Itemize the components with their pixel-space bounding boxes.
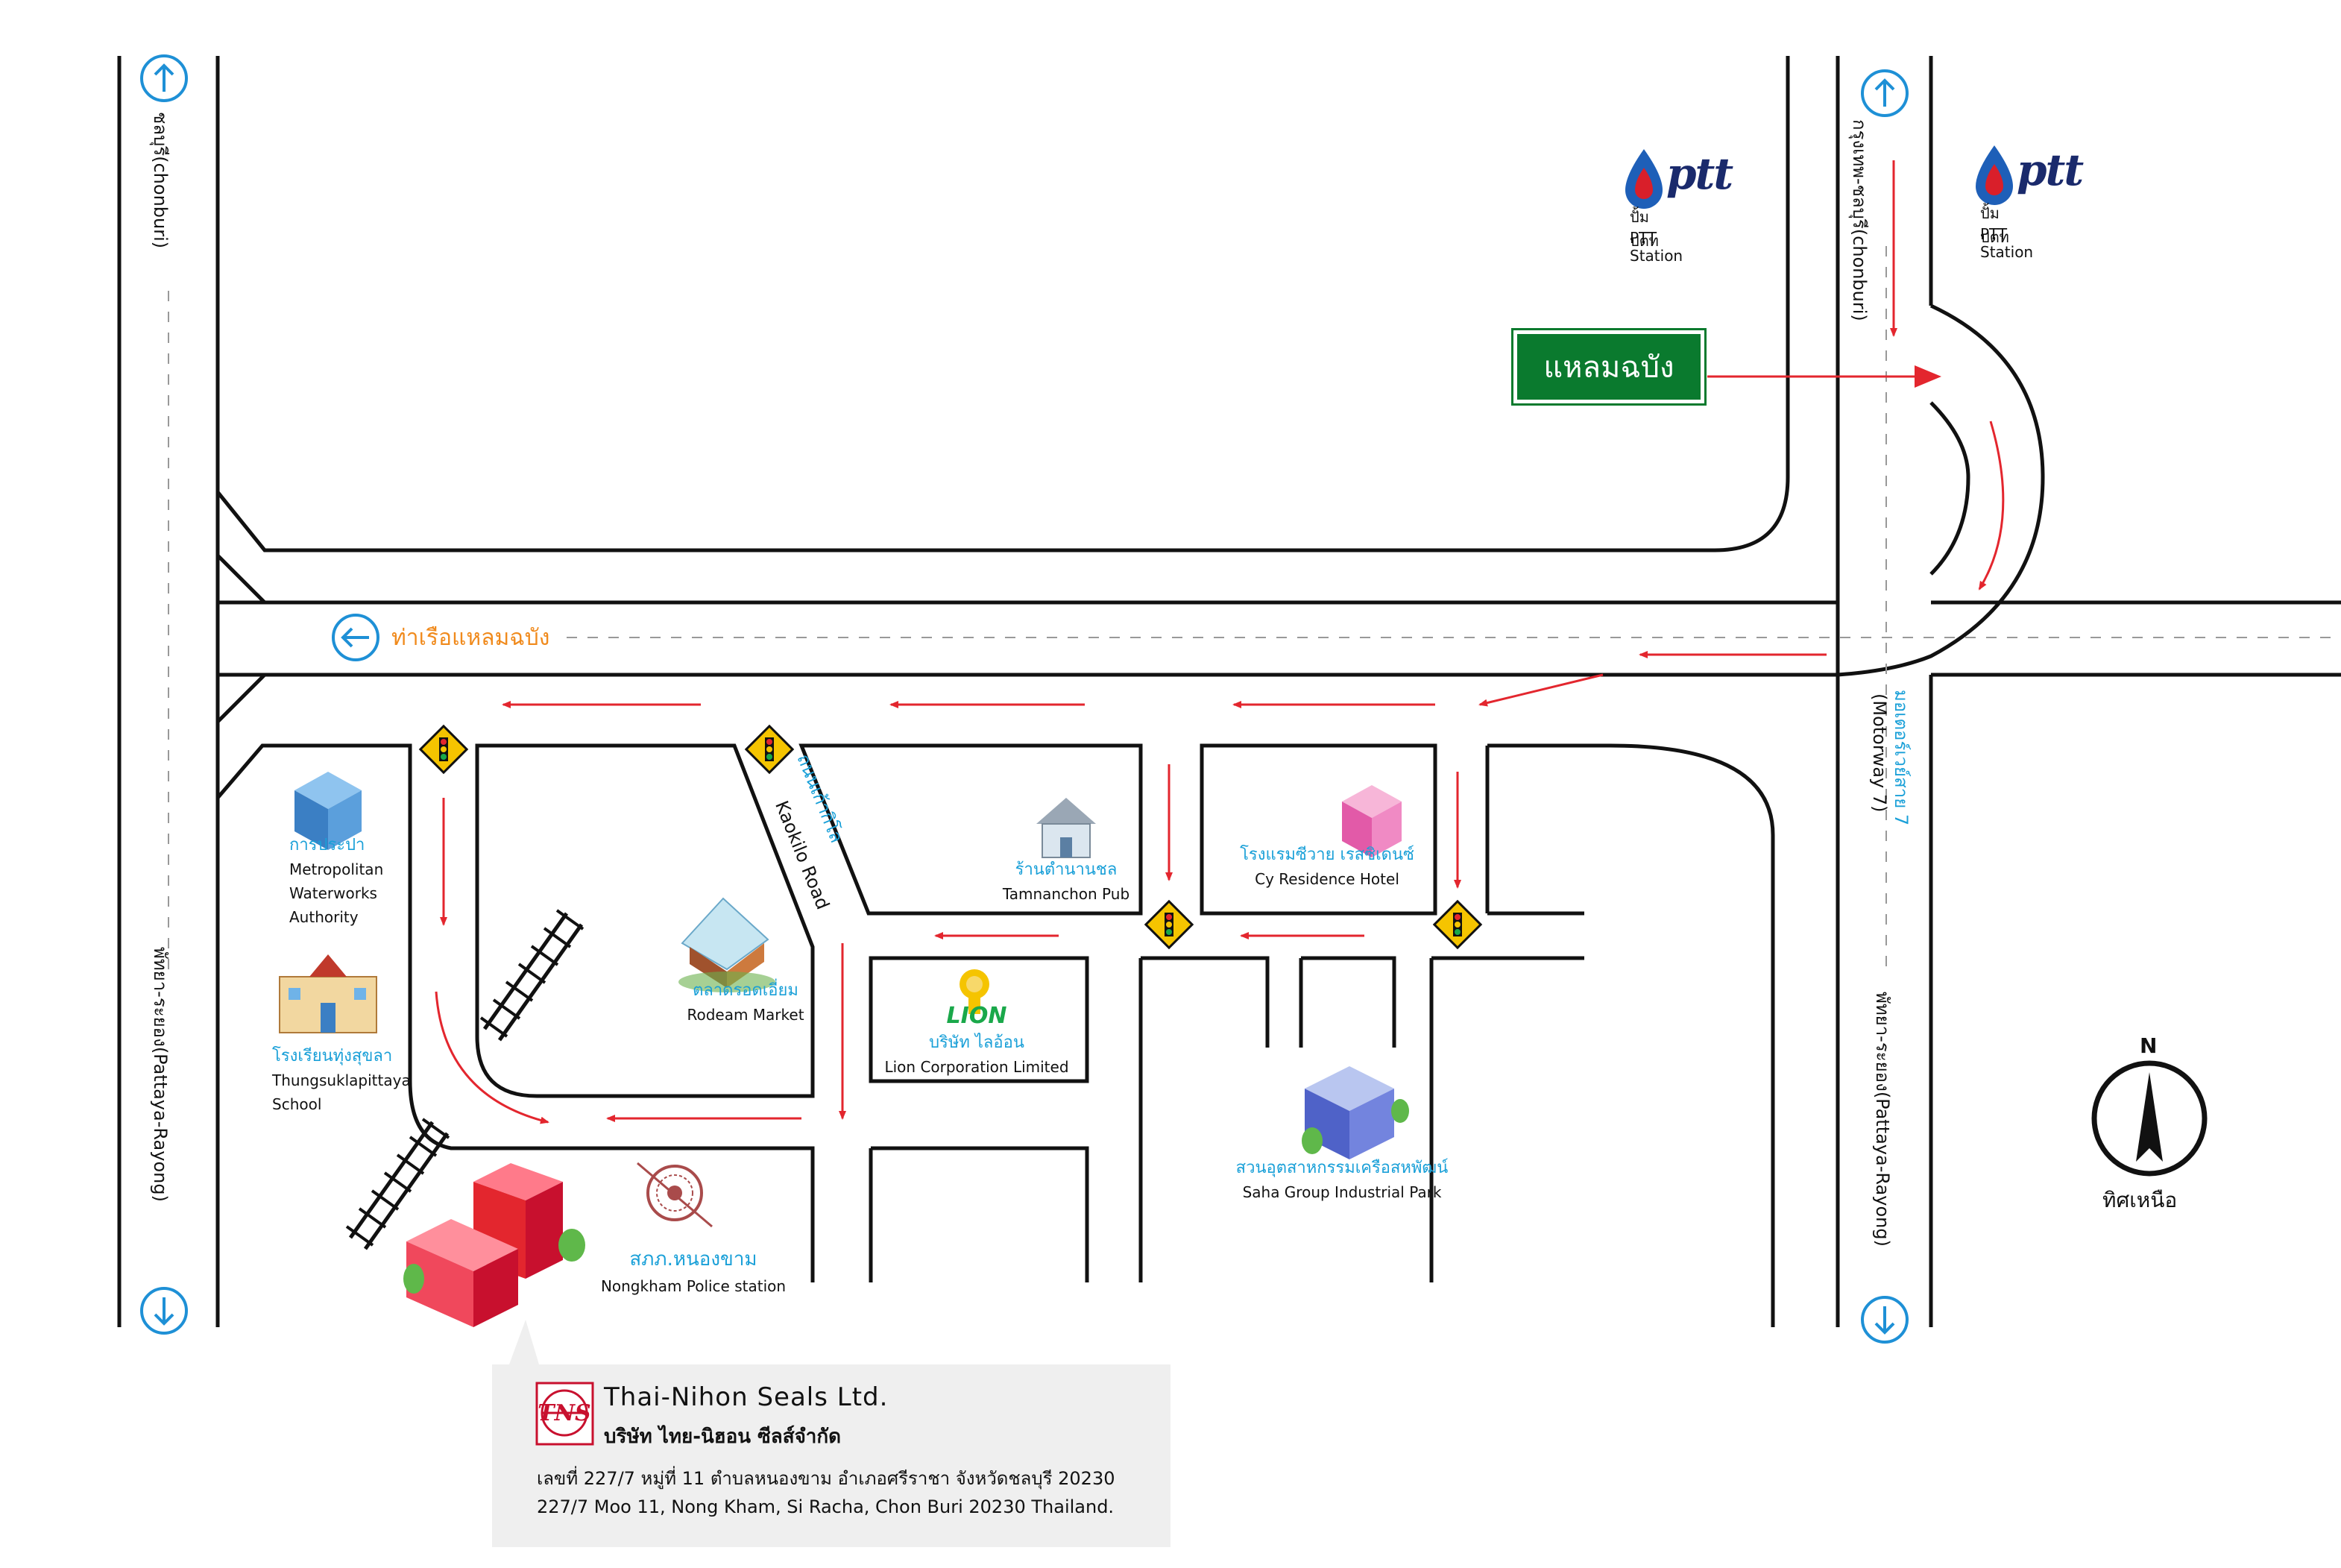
pattaya-right-direction-label: พัทยา-ระยอง(Pattaya-Rayong) bbox=[1872, 992, 1893, 1247]
compass-north-label: ทิศเหนือ bbox=[2102, 1188, 2178, 1212]
market-tent-icon bbox=[678, 897, 775, 992]
pattaya-left-direction-label: พัทยา-ระยอง(Pattaya-Rayong) bbox=[150, 947, 171, 1202]
laem-chabang-sign: แหลมฉบัง bbox=[1511, 328, 1707, 406]
lion-mascot-icon bbox=[960, 969, 989, 1014]
school-english-1: Thungsuklapittaya bbox=[272, 1071, 411, 1089]
police-label: สภภ.หนองขาม Nongkham Police station bbox=[589, 1244, 798, 1298]
direction-arrows-in-circles bbox=[140, 54, 1909, 1344]
company-address-english: 227/7 Moo 11, Nong Kham, Si Racha, Chon … bbox=[537, 1496, 1115, 1517]
traffic-light-sign-icon bbox=[1432, 899, 1483, 950]
lion-label: LION บริษัท ไลอ้อน Lion Corporation Limi… bbox=[880, 1003, 1074, 1079]
waterworks-building-icon bbox=[294, 772, 362, 850]
compass-north-letter: N bbox=[2140, 1033, 2158, 1058]
ptt-logo: ptt bbox=[1666, 148, 1733, 199]
school-label: โรงเรียนทุ่งสุขลา Thungsuklapittaya Scho… bbox=[272, 1042, 411, 1116]
motorway-english-label: (Motorway 7) bbox=[1869, 693, 1890, 813]
compass-icon bbox=[2091, 1060, 2208, 1177]
centre-lines bbox=[168, 246, 2341, 969]
port-road-label: ท่าเรือแหลมฉบัง bbox=[391, 625, 550, 651]
industrial-park-building-icon bbox=[1302, 1066, 1409, 1159]
police-thai: สภภ.หนองขาม bbox=[629, 1248, 757, 1271]
police-english: Nongkham Police station bbox=[600, 1277, 787, 1295]
waterworks-label: การประปา Metropolitan Waterworks Authori… bbox=[289, 831, 383, 929]
waterworks-english-1: Metropolitan bbox=[289, 860, 384, 878]
pub-thai: ร้านตำนานชล bbox=[1015, 860, 1118, 879]
chonburi-direction-label: ชลบุรี(chonburi) bbox=[150, 112, 171, 249]
saha-english: Saha Group Industrial Park bbox=[1242, 1183, 1442, 1201]
saha-thai: สวนอุตสาหกรรมเครือสหพัฒน์ bbox=[1235, 1159, 1449, 1177]
waterworks-thai: การประปา bbox=[289, 836, 365, 854]
market-english: Rodeam Market bbox=[687, 1006, 804, 1024]
ptt-logo: ptt bbox=[2017, 145, 2084, 195]
railway-track-icon bbox=[345, 909, 585, 1250]
ptt-thai-label: ปั้ม ปตท bbox=[1630, 208, 1659, 250]
waterworks-english-2: Waterworks bbox=[289, 884, 377, 902]
hotel-english: Cy Residence Hotel bbox=[1255, 870, 1399, 888]
traffic-light-signs bbox=[418, 724, 1483, 950]
company-address-thai: เลขที่ 227/7 หมู่ที่ 11 ตำบลหนองขาม อำเภ… bbox=[537, 1468, 1115, 1489]
ptt-english-label: PTT Station bbox=[1630, 229, 1683, 265]
saha-label: สวนอุตสาหกรรมเครือสหพัฒน์ Saha Group Ind… bbox=[1223, 1154, 1461, 1204]
hotel-label: โรงแรมซีวาย เรสซิเดนซ์ Cy Residence Hote… bbox=[1238, 841, 1417, 891]
motorway-thai-label: มอเตอร์เวย์สาย 7 bbox=[1891, 690, 1912, 826]
house-icon bbox=[1036, 798, 1096, 858]
lion-logo: LION bbox=[946, 1003, 1007, 1029]
bangkok-chonburi-direction-label: กรุงเทพ-ชลบุรี(chonburi) bbox=[1849, 119, 1870, 321]
company-building-icon bbox=[403, 1163, 585, 1335]
lion-english: Lion Corporation Limited bbox=[884, 1058, 1069, 1076]
lion-thai: บริษัท ไลอ้อน bbox=[929, 1033, 1024, 1052]
school-english-2: School bbox=[272, 1095, 322, 1113]
market-label: ตลาดรอดเอี่ยม Rodeam Market bbox=[671, 977, 820, 1027]
company-name-thai: บริษัท ไทย-นิฮอน ซีลส์จำกัด bbox=[604, 1426, 842, 1448]
pub-label: ร้านตำนานชล Tamnanchon Pub bbox=[992, 856, 1141, 906]
waterworks-english-3: Authority bbox=[289, 908, 359, 926]
traffic-light-sign-icon bbox=[418, 724, 469, 775]
ptt-drop-icon bbox=[1625, 145, 2013, 209]
school-icon bbox=[279, 954, 377, 1033]
company-info-card: Thai-Nihon Seals Ltd. บริษัท ไทย-นิฮอน ซ… bbox=[492, 1364, 1170, 1547]
school-thai: โรงเรียนทุ่งสุขลา bbox=[272, 1047, 393, 1065]
road-edges bbox=[117, 56, 2341, 1327]
hotel-thai: โรงแรมซีวาย เรสซิเดนซ์ bbox=[1240, 846, 1414, 864]
market-thai: ตลาดรอดเอี่ยม bbox=[693, 981, 798, 1000]
card-pointer bbox=[509, 1320, 539, 1364]
ptt-thai-label: ปั้ม ปตท bbox=[1980, 204, 2009, 246]
route-arrows bbox=[435, 160, 2005, 1124]
traffic-light-sign-icon bbox=[1144, 899, 1194, 950]
ptt-english-label: PTT Station bbox=[1980, 225, 2034, 261]
pub-english: Tamnanchon Pub bbox=[1002, 885, 1130, 903]
company-name-english: Thai-Nihon Seals Ltd. bbox=[604, 1382, 889, 1412]
police-emblem-icon bbox=[637, 1162, 713, 1228]
traffic-light-sign-icon bbox=[744, 724, 795, 775]
hotel-building-icon bbox=[1342, 785, 1402, 857]
